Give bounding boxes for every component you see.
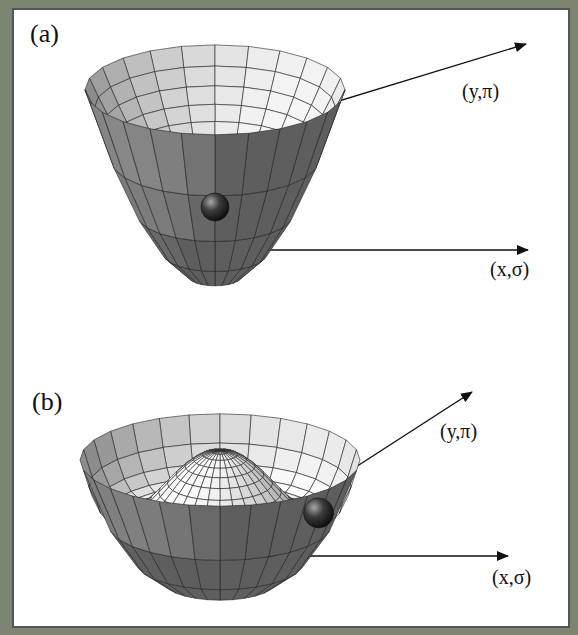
mesh-facet (220, 450, 225, 454)
mesh-facet (215, 104, 241, 122)
mesh-facet (195, 559, 220, 589)
ball (201, 193, 229, 221)
mesh-facet (220, 559, 245, 589)
mesh-facet (150, 46, 184, 71)
mesh-facet (189, 505, 220, 560)
mesh-facet (215, 66, 246, 87)
mesh-facet (215, 45, 249, 68)
mesh-facet (155, 67, 187, 91)
mesh-facet (208, 488, 220, 500)
mesh-facet (249, 415, 281, 447)
mesh-facet (186, 86, 215, 106)
mesh-facet (201, 589, 220, 600)
mesh-facet (216, 454, 220, 460)
panel-label: (a) (30, 20, 59, 49)
mesh-facet (202, 271, 215, 286)
axis-label: (x,σ) (490, 258, 529, 280)
mesh-facet (159, 415, 191, 447)
panel-label: (b) (32, 388, 62, 417)
mesh-facet (195, 241, 215, 272)
mesh-facet (215, 271, 228, 286)
potential-bowl (85, 45, 345, 286)
mexican-hat-potential (80, 414, 360, 600)
mesh-facet (181, 133, 215, 196)
mesh-facet (212, 468, 220, 478)
mesh-facet (220, 450, 227, 453)
mesh-facet (220, 414, 251, 444)
mesh-facet (220, 468, 228, 478)
ball (304, 498, 334, 528)
mesh-facet (220, 450, 224, 454)
mesh-facet (189, 414, 220, 444)
mesh-facet (184, 66, 215, 87)
mesh-facet (215, 133, 249, 196)
mesh-facet (214, 460, 220, 468)
mesh-facet (189, 104, 215, 122)
axis-arrows (215, 44, 528, 556)
mesh-facet (216, 450, 220, 454)
mesh-facet (210, 477, 220, 488)
mesh-facet (220, 477, 230, 488)
mesh-facet (241, 87, 270, 109)
axis-label: (y,π) (440, 420, 477, 442)
axis-label: (y,π) (462, 80, 499, 102)
mesh-facet (230, 487, 243, 500)
mesh-facet (220, 589, 239, 600)
mesh-facet (244, 67, 276, 91)
mesh-facet (220, 454, 224, 460)
axis-arrow (300, 392, 472, 503)
mesh-facet (159, 87, 188, 109)
axis-label: (x,σ) (492, 566, 531, 588)
mesh-facet (220, 505, 251, 560)
mesh-facet (246, 46, 280, 71)
mesh-facet (215, 86, 244, 106)
mesh-facet (220, 488, 232, 500)
mesh-facet (220, 460, 226, 468)
mesh-facet (215, 450, 220, 454)
mesh-facet (181, 45, 215, 68)
mesh-facet (220, 450, 222, 454)
mesh-facet (197, 487, 210, 500)
axis-arrow (260, 44, 526, 125)
mesh-facet (213, 450, 220, 453)
mesh-facet (215, 241, 235, 272)
